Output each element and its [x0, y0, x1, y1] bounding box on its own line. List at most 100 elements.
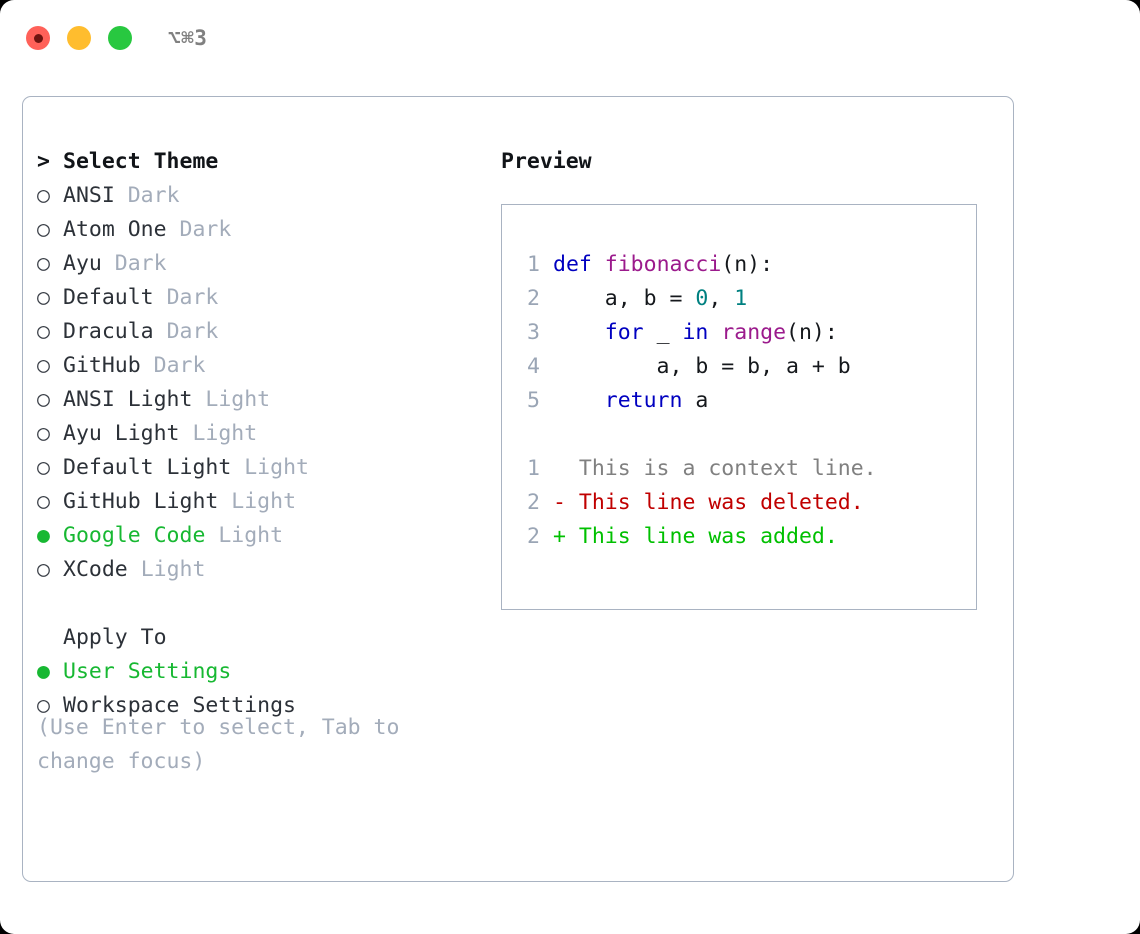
code-token-plain [708, 320, 721, 345]
code-token-plain [592, 252, 605, 277]
code-token-kw: in [682, 320, 709, 345]
code-token-plain: (n): [786, 320, 838, 345]
theme-name: Atom One [63, 217, 167, 242]
apply-to-option[interactable]: ● User Settings [37, 655, 497, 689]
traffic-light-group [26, 26, 132, 50]
code-token-fn: fibonacci [604, 252, 722, 277]
theme-picker-dialog: >Select Theme ○ ANSI Dark ○ Atom One Dark ○ A… [22, 96, 1014, 882]
prompt-arrow-icon: > [37, 149, 50, 174]
code-token-plain: a [682, 388, 709, 413]
apply-to-label: Apply To [63, 625, 167, 650]
radio-unselected-icon[interactable]: ○ [37, 693, 50, 718]
theme-name-gap [192, 383, 205, 417]
theme-name: GitHub [63, 353, 141, 378]
preview-column: Preview [501, 145, 1001, 179]
radio-selected-icon[interactable]: ● [37, 523, 50, 548]
radio-unselected-icon[interactable]: ○ [37, 183, 50, 208]
theme-variant-badge: Dark [179, 217, 232, 242]
theme-variant-badge: Light [244, 455, 309, 480]
theme-name: Default [63, 285, 154, 310]
diff-line: 1 This is a context line. [516, 452, 968, 486]
theme-name: ANSI [63, 183, 115, 208]
code-line: 2 a, b = 0, 1 [516, 282, 968, 316]
diff-text: This line was added. [565, 524, 838, 549]
close-button[interactable] [26, 26, 50, 50]
theme-name: Default Light [63, 455, 232, 480]
code-token-kw: def [553, 252, 592, 277]
code-token-plain: a, b = [553, 286, 696, 311]
radio-unselected-icon[interactable]: ○ [37, 455, 50, 480]
theme-list-item[interactable]: ○ Default Light Light [37, 451, 497, 485]
radio-unselected-icon[interactable]: ○ [37, 319, 50, 344]
keyboard-hint: (Use Enter to select, Tab to change focu… [37, 715, 400, 774]
theme-list-item[interactable]: ○Default Dark [37, 281, 497, 315]
diff-text: This line was deleted. [565, 490, 864, 515]
theme-variant-badge: Light [218, 523, 284, 548]
theme-list-item[interactable]: ○GitHub Light Light [37, 485, 497, 519]
diff-sign [553, 456, 566, 481]
theme-variant-badge: Dark [153, 353, 206, 378]
apply-to-option-label: Workspace Settings [63, 693, 296, 718]
apply-to-list: ● User Settings ○ Workspace Settings [37, 655, 497, 723]
title-bar: ⌥⌘3 [0, 0, 1140, 78]
theme-name: GitHub Light [63, 489, 219, 514]
code-line: 4 a, b = b, a + b [516, 350, 968, 384]
code-line-number: 3 [527, 320, 540, 345]
radio-unselected-icon[interactable]: ○ [37, 251, 50, 276]
radio-unselected-icon[interactable]: ○ [37, 353, 50, 378]
radio-unselected-icon[interactable]: ○ [37, 285, 50, 310]
theme-name: XCode [63, 557, 128, 582]
radio-unselected-icon[interactable]: ○ [37, 489, 50, 514]
code-line-number: 2 [527, 286, 540, 311]
theme-variant-badge: Dark [127, 183, 180, 208]
code-token-kw: for [604, 320, 644, 345]
theme-name-gap [231, 451, 244, 485]
maximize-button[interactable] [108, 26, 132, 50]
code-token-plain [553, 320, 605, 345]
code-line: 3 for _ in range(n): [516, 316, 968, 350]
select-theme-header: >Select Theme [37, 145, 497, 179]
radio-unselected-icon[interactable]: ○ [37, 217, 50, 242]
theme-list-item[interactable]: ○Ayu Light Light [37, 417, 497, 451]
theme-variant-badge: Dark [166, 319, 219, 344]
theme-list-item[interactable]: ○ANSI Light Light [37, 383, 497, 417]
theme-list-item[interactable]: ●Google Code Light [37, 519, 497, 553]
diff-line: 2- This line was deleted. [516, 486, 968, 520]
theme-name-gap [154, 315, 167, 349]
theme-name: Ayu [63, 251, 102, 276]
theme-variant-badge: Light [140, 557, 206, 582]
theme-name-gap [167, 213, 180, 247]
apply-to-option[interactable]: ○ Workspace Settings [37, 689, 497, 723]
radio-unselected-icon[interactable]: ○ [37, 421, 50, 446]
code-line-number: 1 [527, 252, 540, 277]
theme-name: Dracula [63, 319, 154, 344]
radio-selected-icon[interactable]: ● [37, 659, 50, 684]
code-token-plain: a, b = b, a + b [553, 354, 851, 379]
radio-unselected-icon[interactable]: ○ [37, 557, 50, 582]
theme-list-item[interactable]: ○ Dracula Dark [37, 315, 497, 349]
code-diff-separator [516, 418, 968, 452]
code-token-kw: return [604, 388, 683, 413]
theme-list-item[interactable]: ○ XCode Light [37, 553, 497, 587]
minimize-button[interactable] [67, 26, 91, 50]
theme-name-gap [115, 179, 128, 213]
apply-to-option-label: User Settings [63, 659, 232, 684]
radio-unselected-icon[interactable]: ○ [37, 387, 50, 412]
theme-variant-badge: Dark [114, 251, 167, 276]
code-token-plain: _ [643, 320, 683, 345]
theme-name: Ayu Light [63, 421, 180, 446]
window-title: ⌥⌘3 [168, 26, 208, 50]
diff-sign: - [553, 490, 566, 515]
theme-list-item[interactable]: ○ ANSI Dark [37, 179, 497, 213]
theme-list-item[interactable]: ○ Atom One Dark [37, 213, 497, 247]
theme-name-gap [205, 519, 218, 553]
code-token-plain: (n): [721, 252, 774, 277]
theme-name: ANSI Light [63, 387, 193, 412]
theme-name-gap [141, 349, 154, 383]
diff-line-number: 1 [527, 456, 540, 481]
theme-list-item[interactable]: ○ Ayu Dark [37, 247, 497, 281]
theme-list-item[interactable]: ○ GitHub Dark [37, 349, 497, 383]
code-token-plain: , [708, 286, 735, 311]
